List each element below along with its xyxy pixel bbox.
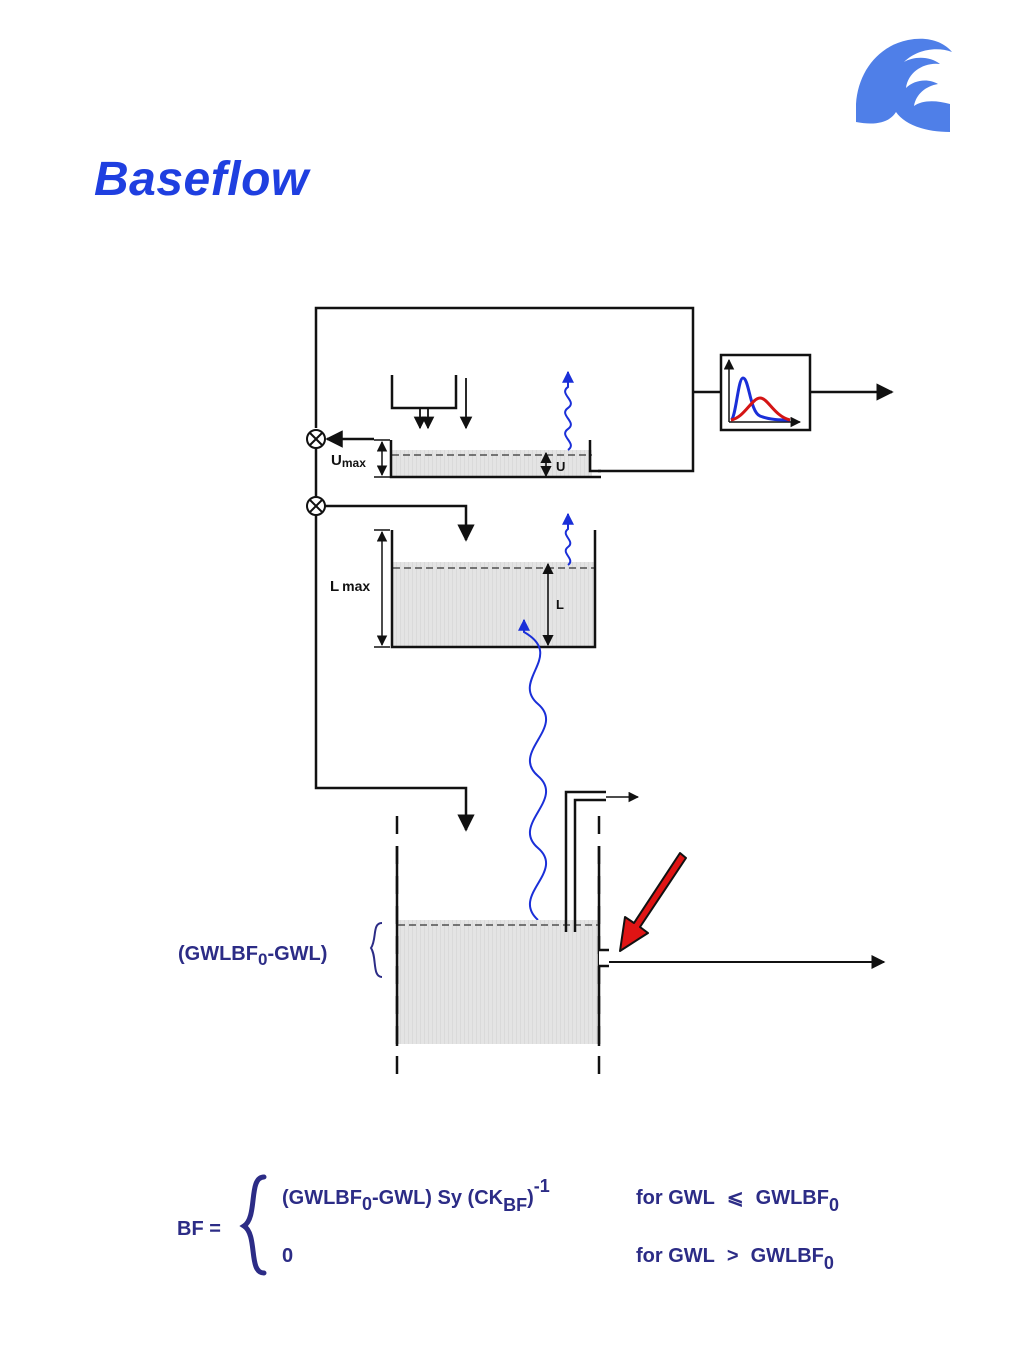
umax-label: U [331, 452, 342, 469]
equation-case2-expression: 0 [282, 1245, 293, 1267]
wave-logo-icon [856, 38, 952, 133]
recharge-path [314, 515, 475, 832]
red-arrow-icon [619, 852, 687, 952]
svg-text:(GWLBF0-GWL): (GWLBF0-GWL) [178, 943, 327, 969]
lmax-label: L [330, 578, 339, 595]
slide-title: Baseflow [94, 153, 309, 206]
lmax-label-sub: max [342, 578, 370, 594]
surface-evaporation-wavy-arrow [562, 370, 574, 451]
equation-brace [239, 1174, 267, 1276]
equation-case1-condition: for GWL⩽GWLBF0 [636, 1187, 839, 1215]
root-zone-storage-tank: L [390, 530, 597, 649]
equation-case2-condition: for GWL>GWLBF0 [636, 1245, 834, 1273]
svg-text:Umax: Umax [331, 452, 366, 470]
groundwater-reservoir [395, 816, 609, 1086]
junction-cross-icon [306, 429, 326, 449]
junction-cross-icon [306, 496, 326, 516]
precipitation-input [390, 375, 473, 430]
gwl-brace-label: (GWLBF0-GWL) [178, 922, 383, 978]
infiltration-arrow [325, 504, 475, 542]
equation-case1-expression: (GWLBF0-GWL) Sy (CKBF)-1 [282, 1176, 550, 1215]
routing-loop [314, 306, 695, 473]
hydrograph-icon [719, 353, 812, 432]
surface-level-label: U [556, 459, 565, 474]
root-zone-level-label: L [556, 597, 564, 612]
baseflow-equation: BF = (GWLBF0-GWL) Sy (CKBF)-1 for GWL⩽GW… [177, 1174, 839, 1276]
umax-dimension: Umax [331, 439, 390, 478]
equation-lhs: BF = [177, 1218, 221, 1240]
capillary-rise-wavy-arrow [518, 618, 547, 921]
pumping-well [564, 790, 606, 932]
root-zone-evaporation-wavy-arrow [562, 512, 574, 566]
umax-label-sub: max [342, 456, 366, 470]
surface-storage-tank: U [389, 440, 601, 479]
